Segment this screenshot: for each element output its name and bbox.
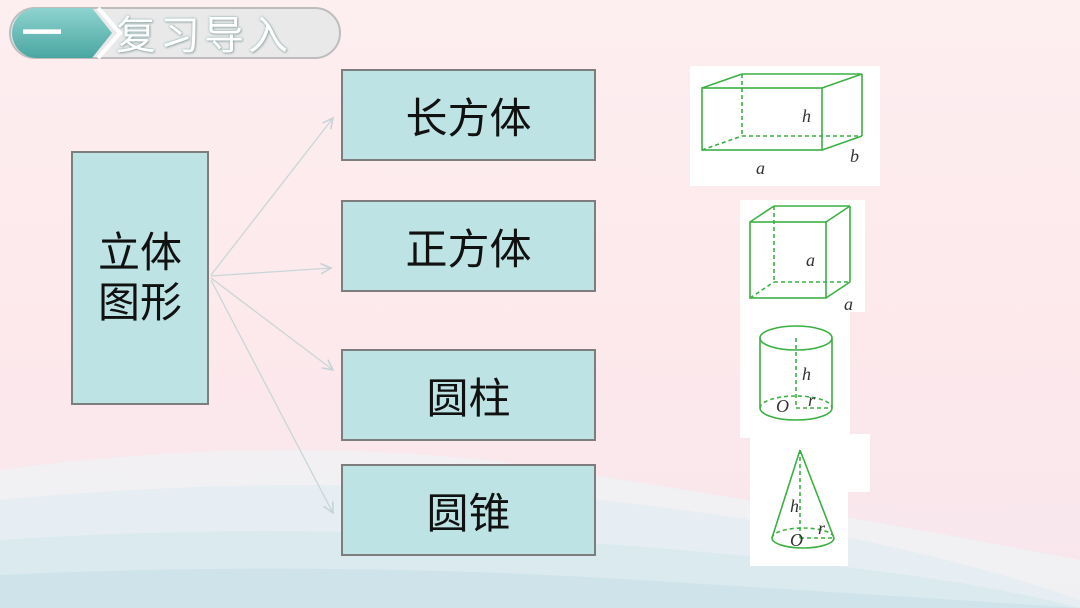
cone-label-h: h (790, 496, 799, 516)
section-title: 复习导入 (116, 13, 292, 59)
solid-figures-line1: 立体 (97, 228, 182, 277)
section-header: 一 复习导入 (8, 4, 344, 62)
solid-figures-box: 立体 图形 (71, 151, 209, 405)
cone-label-r: r (818, 518, 826, 538)
cylinder-figure: h r O (740, 312, 850, 438)
cuboid-figure: h a b (690, 66, 880, 186)
cylinder-label-r: r (808, 390, 816, 410)
cuboid-label-h: h (802, 106, 811, 126)
cone-label-o: O (790, 530, 803, 550)
cone-box: 圆锥 (341, 464, 596, 556)
cylinder-label-h: h (802, 364, 811, 384)
cuboid-label-a: a (756, 158, 765, 178)
cube-label-a-height: a (806, 250, 815, 270)
cuboid-box: 长方体 (341, 69, 596, 161)
cube-label-a-side: a (844, 294, 853, 312)
section-number: 一 (22, 11, 62, 57)
cube-box: 正方体 (341, 200, 596, 292)
cuboid-label-b: b (850, 146, 859, 166)
cone-figure: h r O (750, 434, 870, 566)
header-banner-shape (9, 6, 341, 60)
cylinder-box: 圆柱 (341, 349, 596, 441)
cylinder-label-o: O (776, 396, 789, 416)
cube-figure: a a (740, 200, 865, 312)
solid-figures-line2: 图形 (97, 278, 182, 327)
